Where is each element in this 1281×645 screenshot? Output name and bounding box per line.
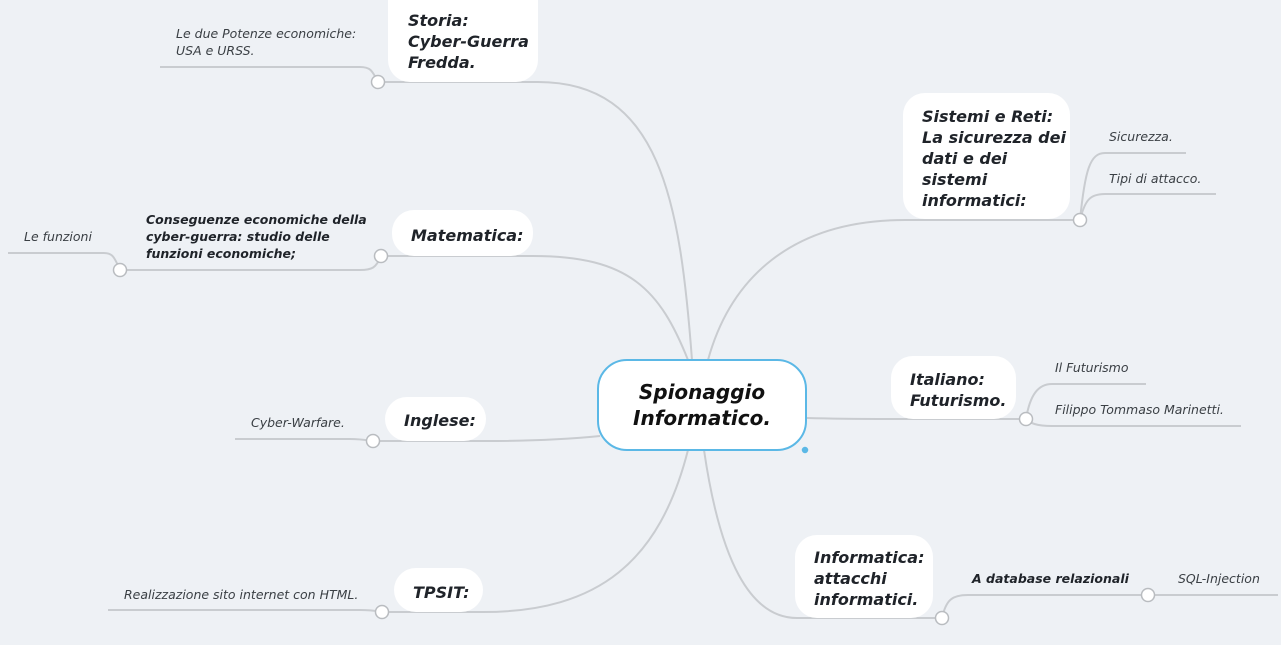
subtopic-potenze[interactable]: Le due Potenze economiche: USA e URSS. [176,26,357,58]
subtopic-database[interactable]: A database relazionali [972,571,1129,586]
collapse-handle-storia [370,74,386,90]
topic-storia[interactable]: Storia: Cyber-Guerra Fredda. [388,0,538,82]
link-tpsit [482,449,689,613]
link-italiano [806,417,893,420]
collapse-handle-database [1140,587,1156,603]
collapse-handle-conseguenze [112,262,128,278]
collapse-handle-informatica [934,610,950,626]
subtopic-cyber-warfare[interactable]: Cyber-Warfare. [251,415,345,430]
topic-inglese[interactable]: Inglese: [385,397,486,441]
subtopic-sito-html[interactable]: Realizzazione sito internet con HTML. [124,587,359,602]
collapse-handle-sistemi [1072,212,1088,228]
leaf-funzioni[interactable]: Le funzioni [24,229,92,244]
collapse-handle-matematica [373,248,389,264]
collapse-handle-italiano [1018,411,1034,427]
link-inglese [485,435,601,442]
topic-informatica[interactable]: Informatica: attacchi informatici. [795,535,933,618]
topic-italiano[interactable]: Italiano: Futurismo. [891,356,1016,419]
subtopic-marinetti[interactable]: Filippo Tommaso Marinetti. [1055,402,1224,417]
central-topic[interactable]: Spionaggio Informatico. [597,359,807,451]
subtopic-futurismo[interactable]: Il Futurismo [1055,360,1129,375]
collapse-handle-inglese [365,433,381,449]
link-sistemi [707,219,906,361]
subtopic-tipi-attacco[interactable]: Tipi di attacco. [1109,171,1202,186]
subtopic-conseguenze[interactable]: Conseguenze economiche della cyber-guerr… [146,212,367,261]
collapse-handle-tpsit [374,604,390,620]
topic-tpsit[interactable]: TPSIT: [394,568,483,612]
subtopic-sicurezza[interactable]: Sicurezza. [1109,129,1173,144]
topic-sistemi-reti[interactable]: Sistemi e Reti: La sicurezza dei dati e … [903,93,1070,219]
leaf-sql-injection[interactable]: SQL-Injection [1178,571,1260,586]
topic-matematica[interactable]: Matematica: [392,210,533,256]
link-storia [537,81,693,361]
resize-handle-central [801,446,809,454]
link-informatica [703,449,798,619]
link-matematica [532,255,689,361]
